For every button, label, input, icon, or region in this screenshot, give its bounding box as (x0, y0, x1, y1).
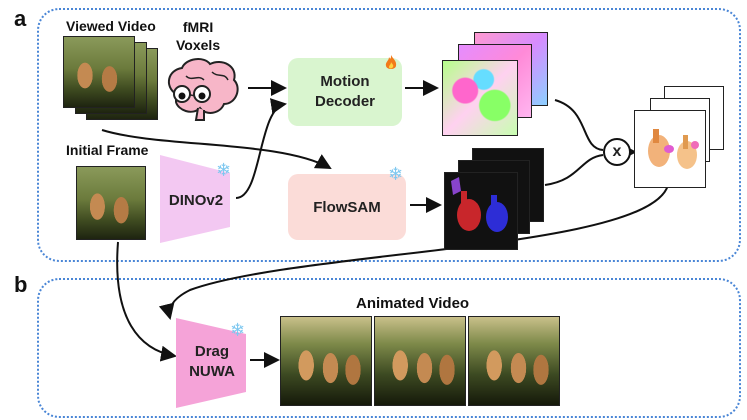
animated-video-frame-3 (468, 316, 560, 406)
panel-a-label: a (14, 6, 27, 31)
brain-icon (167, 58, 239, 121)
panel-a-box (37, 8, 741, 262)
fire-icon (385, 55, 397, 69)
multiply-node: x (603, 138, 631, 166)
masked-flow-1 (634, 110, 706, 188)
drag-nuwa-shape (176, 318, 246, 408)
viewed-video-frame-1 (63, 36, 135, 108)
fmri-voxels-label: fMRI Voxels (176, 19, 221, 53)
initial-frame-label: Initial Frame (66, 142, 149, 158)
snowflake-icon: ❄ (388, 164, 404, 185)
flowsam-node: FlowSAM (288, 174, 406, 240)
dinov2-label: DINOv2 (168, 191, 224, 209)
viewed-video-label: Viewed Video (66, 18, 156, 34)
arrow-result-to-dragnuwa (158, 184, 669, 320)
segmentation-mask-1 (444, 172, 518, 250)
arrow-video-to-flowsam (101, 129, 332, 169)
arrow-frame-to-dragnuwa (116, 241, 177, 362)
arrow-flow-to-multiply (554, 99, 604, 151)
animated-video-frame-1 (280, 316, 372, 406)
flow-field-1 (442, 60, 518, 136)
snowflake-icon: ❄ (216, 160, 232, 181)
panel-b-box (37, 278, 741, 418)
arrow-dinov2-to-decoder (235, 98, 287, 199)
initial-frame-image (76, 166, 146, 240)
snowflake-icon: ❄ (230, 320, 246, 341)
arrow-masks-to-multiply (544, 154, 604, 186)
drag-nuwa-label: Drag NUWA (189, 343, 235, 380)
panel-b-label: b (14, 272, 28, 297)
dinov2-shape (160, 155, 230, 243)
motion-decoder-node: Motion Decoder (288, 58, 402, 126)
animated-video-label: Animated Video (356, 295, 470, 312)
animated-video-frame-2 (374, 316, 466, 406)
